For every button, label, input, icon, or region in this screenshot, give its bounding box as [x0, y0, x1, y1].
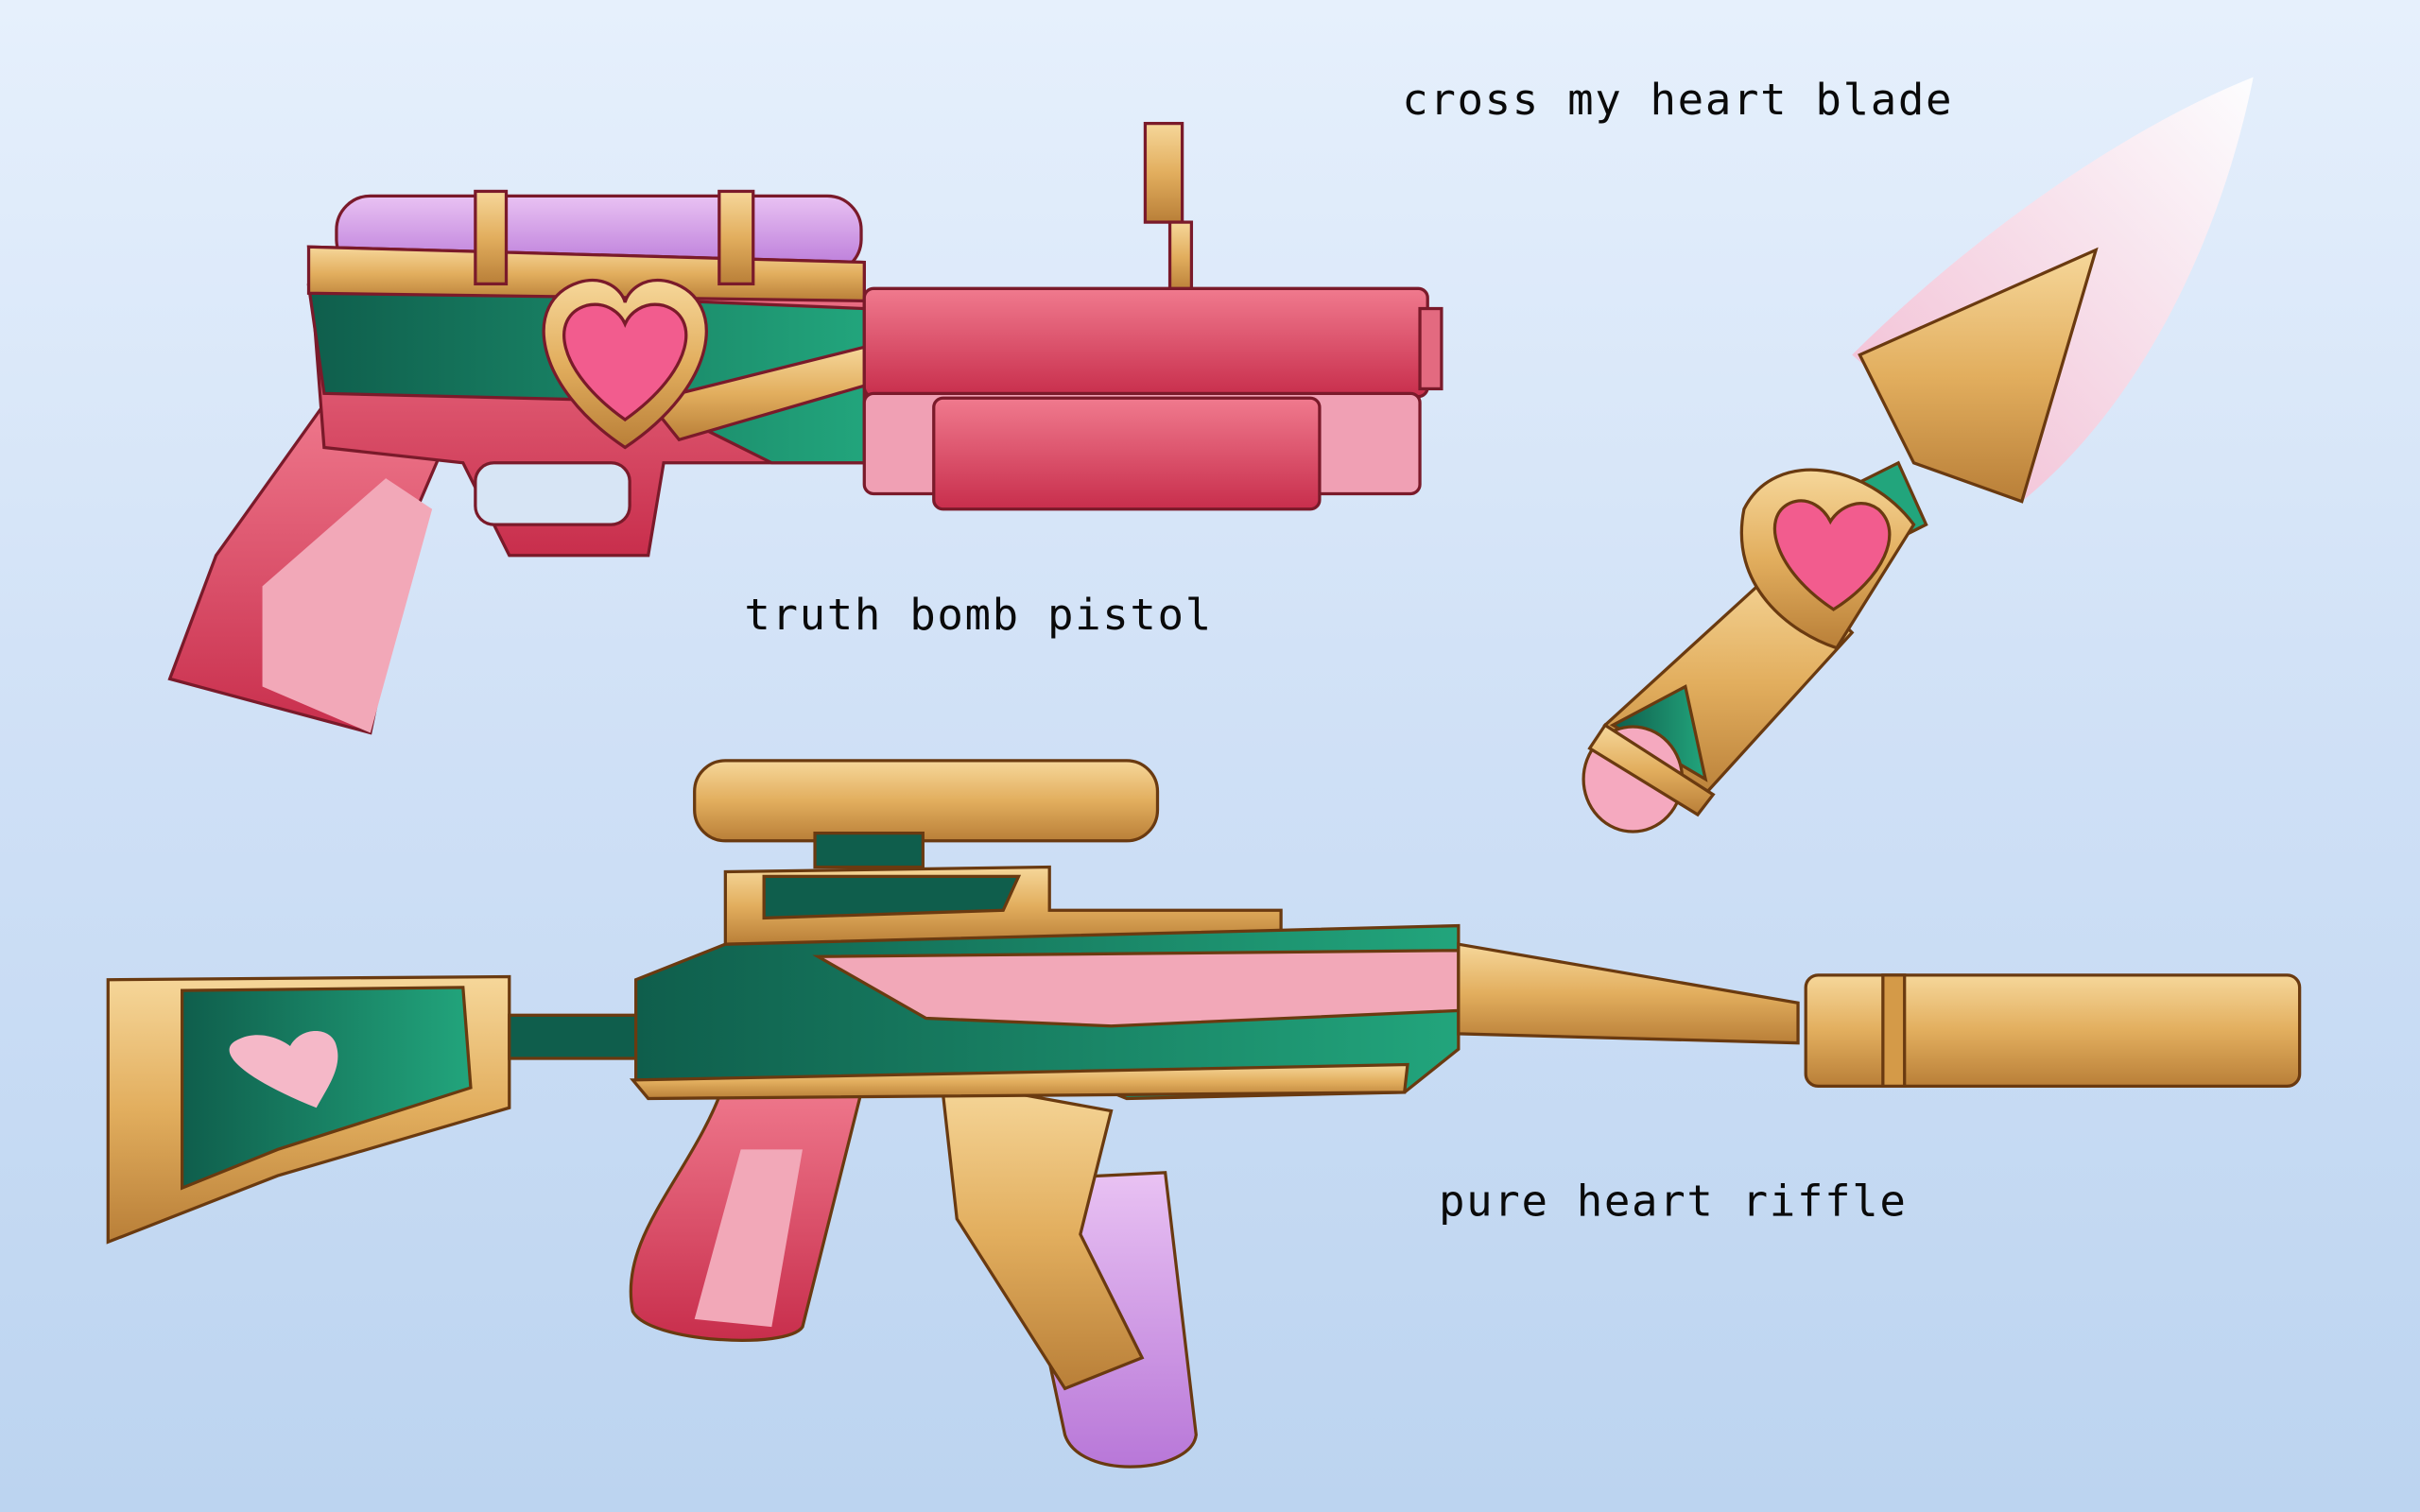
pistol-label: truth bomb pistol: [744, 590, 1213, 640]
rifle-barrel: [1457, 942, 1800, 1045]
rifle-label: pure heart riffle: [1439, 1177, 1908, 1227]
blade-label: cross my heart blade: [1402, 75, 1953, 125]
heart-icon: [229, 1031, 338, 1108]
pistol-sight: [1143, 121, 1184, 224]
truth-bomb-pistol: [167, 121, 1443, 735]
rifle-scope: [693, 759, 1160, 843]
pure-heart-riffle: [106, 759, 2302, 1469]
pistol-barrel: [862, 286, 1429, 399]
heart-icon: [1772, 499, 1892, 611]
cross-my-heart-blade: [1582, 77, 2254, 833]
rifle-suppressor: [1804, 973, 2302, 1089]
blade-tip: [1858, 247, 2099, 504]
